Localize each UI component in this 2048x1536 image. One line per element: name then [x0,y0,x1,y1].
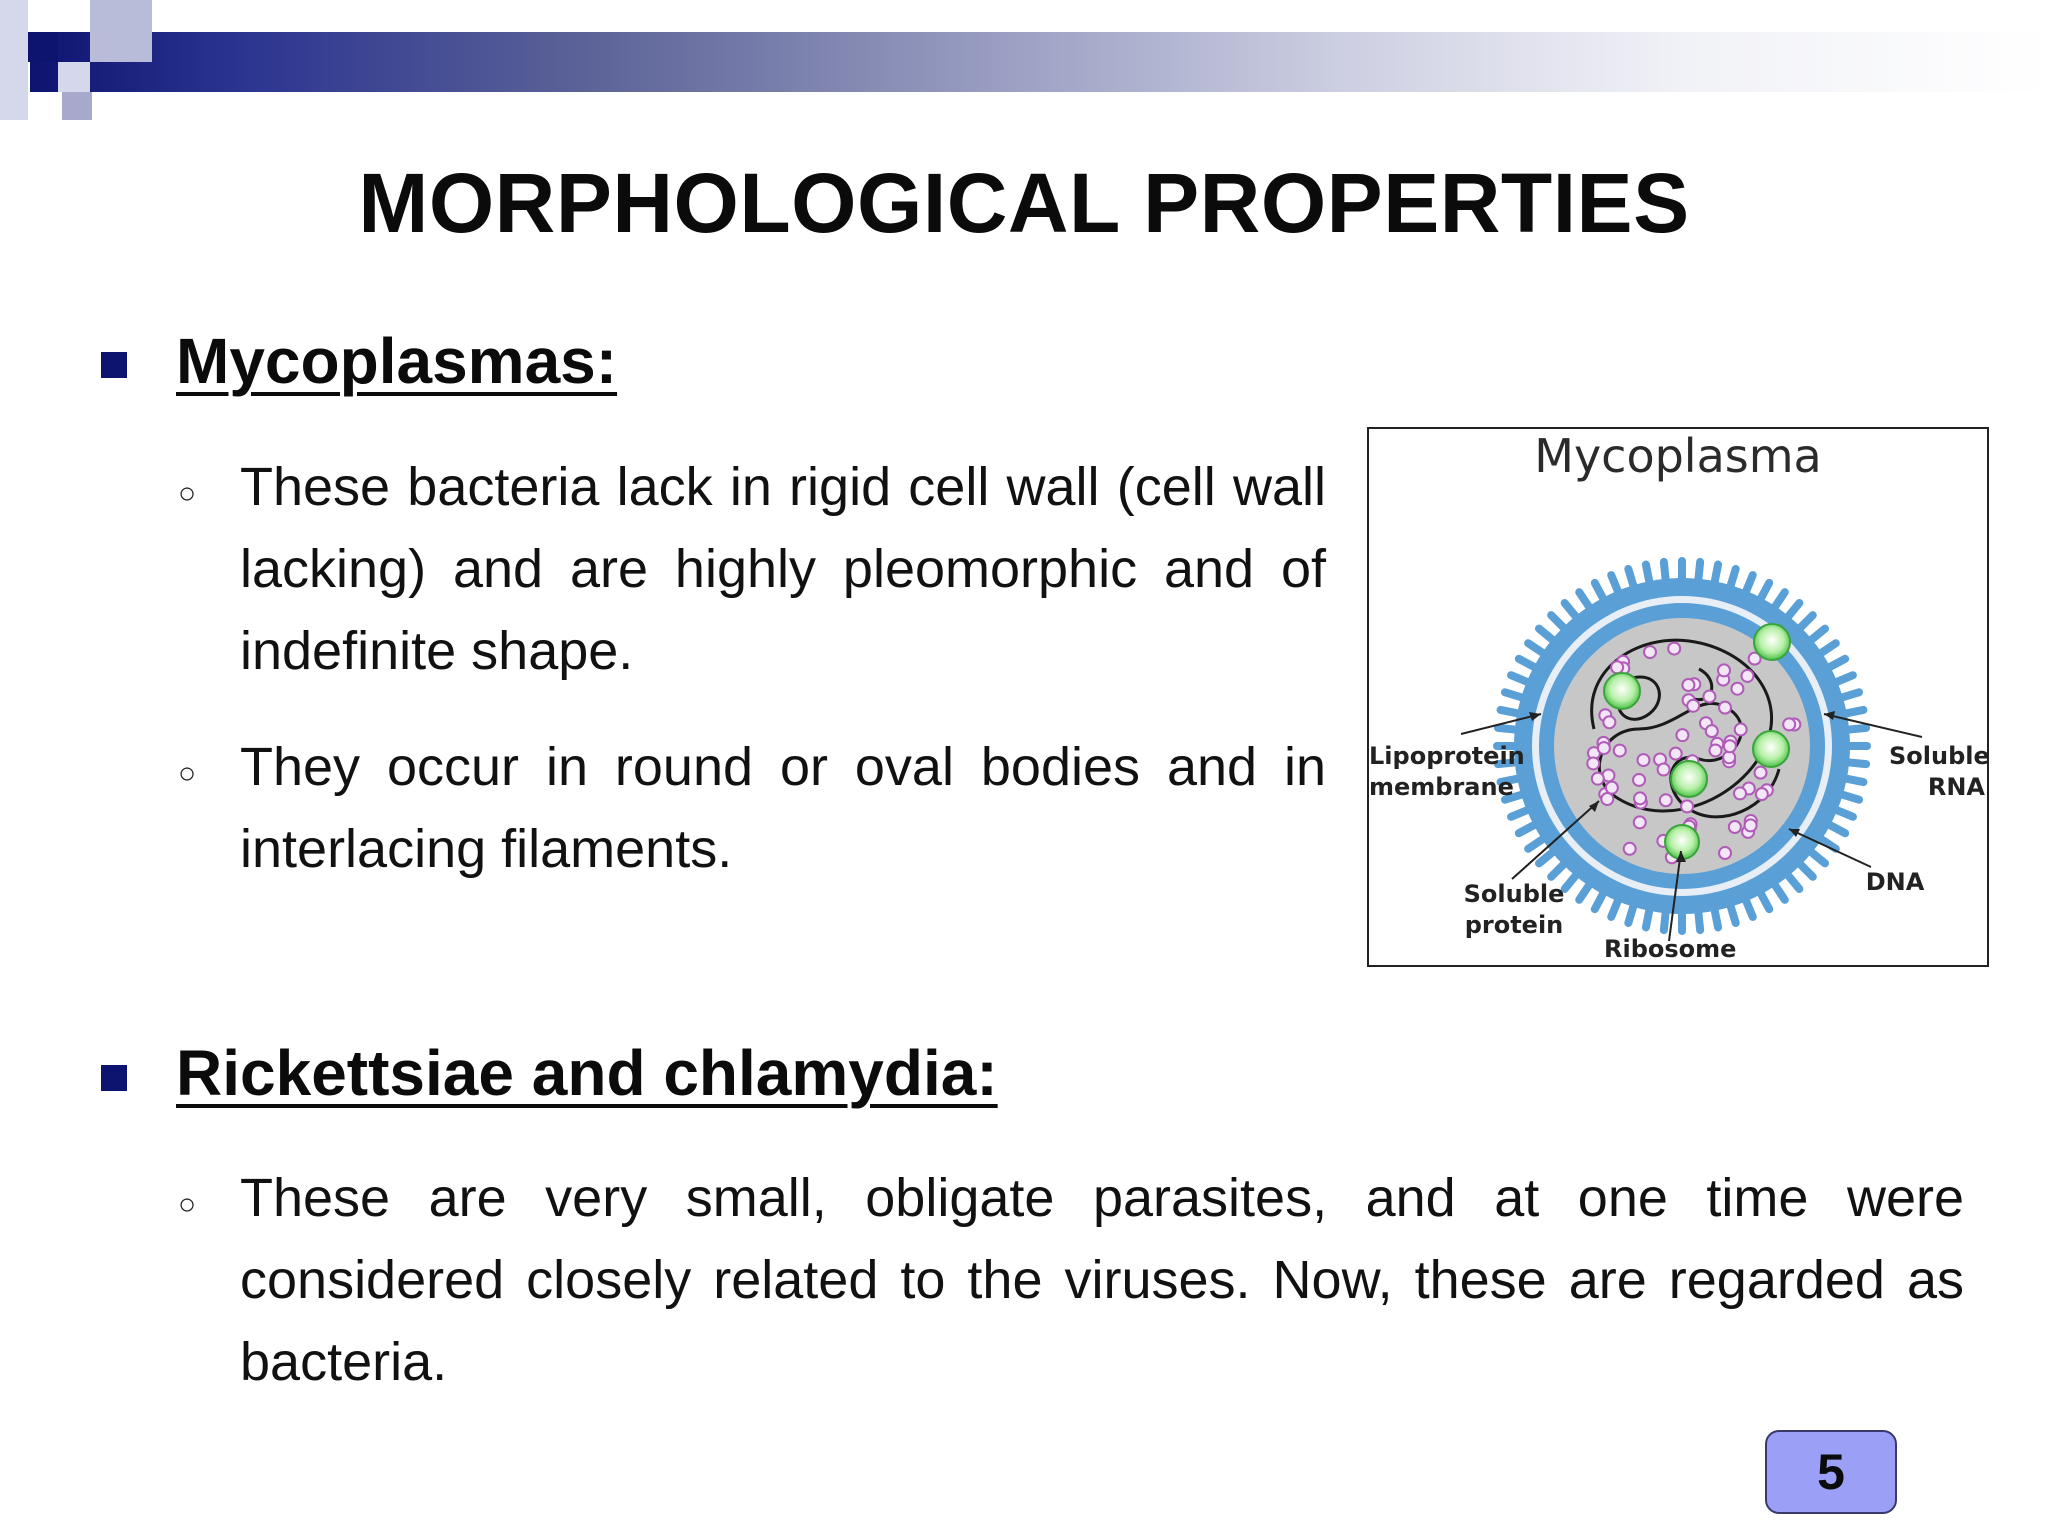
protein-dot [1753,765,1768,780]
header-decor-square [0,0,28,120]
protein-dot [1681,677,1696,692]
bullet-square-icon [101,352,127,378]
paragraph-round-bodies: They occur in round or oval bodies and i… [240,737,1326,879]
protein-dot [1590,771,1605,786]
protein-dot [1600,792,1615,807]
protein-dot [1702,689,1717,704]
label-lipoprotein-membrane: Lipoprotein membrane [1369,741,1525,803]
protein-dot [1656,762,1671,777]
ribosome-particle [1603,672,1641,710]
label-line: Lipoprotein [1369,742,1525,770]
paragraph-cell-wall: These bacteria lack in rigid cell wall (… [240,457,1326,681]
protein-dot [1610,660,1625,675]
header-decor-square [28,32,58,62]
label-line: RNA [1927,773,1985,801]
protein-dot [1632,772,1647,787]
protein-dot [1686,698,1701,713]
header-decor-square [90,0,152,62]
label-arrowheads [1529,711,1835,862]
protein-dot [1740,668,1755,683]
sub-bullet-circle-icon: ○ [178,1188,197,1221]
protein-dot [1622,841,1637,856]
protein-dot [1743,818,1758,833]
protein-dot [1782,717,1797,732]
page-number-badge: 5 [1765,1430,1897,1514]
header-decor-square [58,62,90,92]
protein-dot [1667,641,1682,656]
protein-dot [1675,728,1690,743]
label-dna: DNA [1865,868,1925,896]
protein-dot [1718,846,1733,861]
protein-dot [1730,681,1745,696]
protein-dot [1680,799,1695,814]
figure-title: Mycoplasma [1534,429,1822,483]
protein-dot [1708,743,1723,758]
mycoplasma-diagram [1460,557,1923,942]
ribosome-particle [1670,760,1708,798]
protein-dot [1636,753,1651,768]
sub-bullet-circle-icon: ○ [178,757,197,790]
label-line: Soluble [1463,880,1565,908]
protein-dot [1727,820,1742,835]
label-line: protein [1464,911,1564,939]
protein-dot [1632,815,1647,830]
protein-dot [1733,786,1748,801]
header-decor-square [62,92,92,120]
sub-bullet-circle-icon: ○ [178,477,197,510]
protein-dot [1747,651,1762,666]
protein-dot [1633,791,1648,806]
protein-dot [1586,756,1601,771]
protein-dot [1596,741,1611,756]
header-gradient-bar [30,32,2048,92]
protein-dot [1658,793,1673,808]
ribosome-particle [1753,623,1791,661]
protein-dot [1722,739,1737,754]
section-heading-mycoplasmas: Mycoplasmas: [176,325,618,397]
label-line: Soluble [1889,742,1989,770]
protein-dot [1733,722,1748,737]
protein-dot [1668,746,1683,761]
mycoplasma-figure: Mycoplasma Lipoprotein membrane Soluble … [1367,427,1989,967]
slide-title: MORPHOLOGICAL PROPERTIES [358,156,1690,250]
protein-dot [1612,743,1627,758]
label-line: membrane [1369,773,1514,801]
protein-dot [1717,663,1732,678]
section-heading-rickettsiae: Rickettsiae and chlamydia: [176,1037,998,1109]
protein-dot [1718,700,1733,715]
paragraph-obligate-parasites: These are very small, obligate parasites… [240,1168,1964,1392]
label-pointers [1460,713,1923,942]
protein-dot [1602,715,1617,730]
protein-dot [1604,780,1619,795]
ribosome-particle [1752,730,1790,768]
label-soluble-protein: Soluble protein [1459,879,1569,941]
label-ribosome: Ribosome [1604,935,1737,963]
protein-dot [1754,787,1769,802]
protein-dot [1642,645,1657,660]
bullet-square-icon [101,1065,127,1091]
label-soluble-rna: Soluble RNA [1889,741,1989,803]
protein-dot [1704,724,1719,739]
